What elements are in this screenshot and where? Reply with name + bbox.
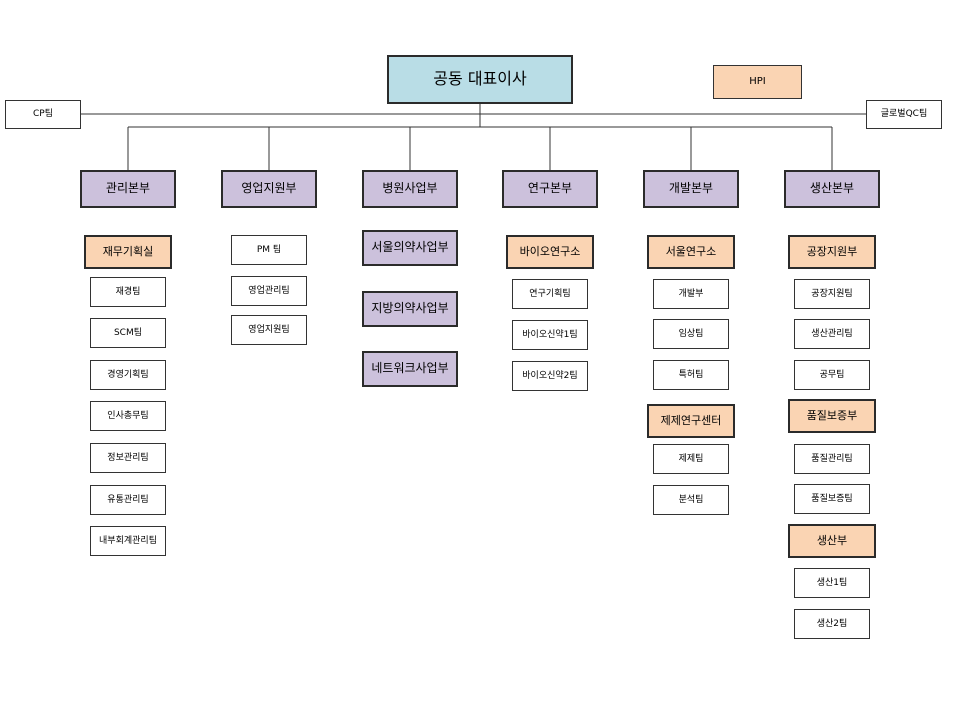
business-unit-box: 서울의약사업부 (362, 230, 458, 266)
sub-division-box: 서울연구소 (647, 235, 735, 269)
team-box: 공무팀 (794, 360, 870, 390)
team-box: 특허팀 (653, 360, 729, 390)
team-box: 경영기획팀 (90, 360, 166, 390)
team-box: 생산1팀 (794, 568, 870, 598)
team-box: 품질보증팀 (794, 484, 870, 514)
team-box: 바이오신약1팀 (512, 320, 588, 350)
team-box: 생산2팀 (794, 609, 870, 639)
business-unit-box: 네트워크사업부 (362, 351, 458, 387)
division-box: 생산본부 (784, 170, 880, 208)
ceo-box: 공동 대표이사 (387, 55, 573, 104)
division-box: 영업지원부 (221, 170, 317, 208)
team-box: 품질관리팀 (794, 444, 870, 474)
team-box: 인사총무팀 (90, 401, 166, 431)
division-box: 관리본부 (80, 170, 176, 208)
sub-division-box: 제제연구센터 (647, 404, 735, 438)
team-box: 유통관리팀 (90, 485, 166, 515)
team-box: PM 팀 (231, 235, 307, 265)
team-box: 개발부 (653, 279, 729, 309)
global-qc-team-box: 글로벌QC팀 (866, 100, 942, 129)
business-unit-box: 지방의약사업부 (362, 291, 458, 327)
team-box: 분석팀 (653, 485, 729, 515)
team-box: 내부회계관리팀 (90, 526, 166, 556)
sub-division-box: 공장지원부 (788, 235, 876, 269)
team-box: 제제팀 (653, 444, 729, 474)
sub-division-box: 생산부 (788, 524, 876, 558)
division-box: 개발본부 (643, 170, 739, 208)
division-box: 병원사업부 (362, 170, 458, 208)
team-box: SCM팀 (90, 318, 166, 348)
division-box: 연구본부 (502, 170, 598, 208)
team-box: 바이오신약2팀 (512, 361, 588, 391)
sub-division-box: 바이오연구소 (506, 235, 594, 269)
sub-division-box: 재무기획실 (84, 235, 172, 269)
team-box: 정보관리팀 (90, 443, 166, 473)
team-box: 재경팀 (90, 277, 166, 307)
hpi-box: HPI (713, 65, 802, 99)
cp-team-box: CP팀 (5, 100, 81, 129)
team-box: 생산관리팀 (794, 319, 870, 349)
team-box: 연구기획팀 (512, 279, 588, 309)
sub-division-box: 품질보증부 (788, 399, 876, 433)
team-box: 영업지원팀 (231, 315, 307, 345)
team-box: 임상팀 (653, 319, 729, 349)
team-box: 공장지원팀 (794, 279, 870, 309)
team-box: 영업관리팀 (231, 276, 307, 306)
